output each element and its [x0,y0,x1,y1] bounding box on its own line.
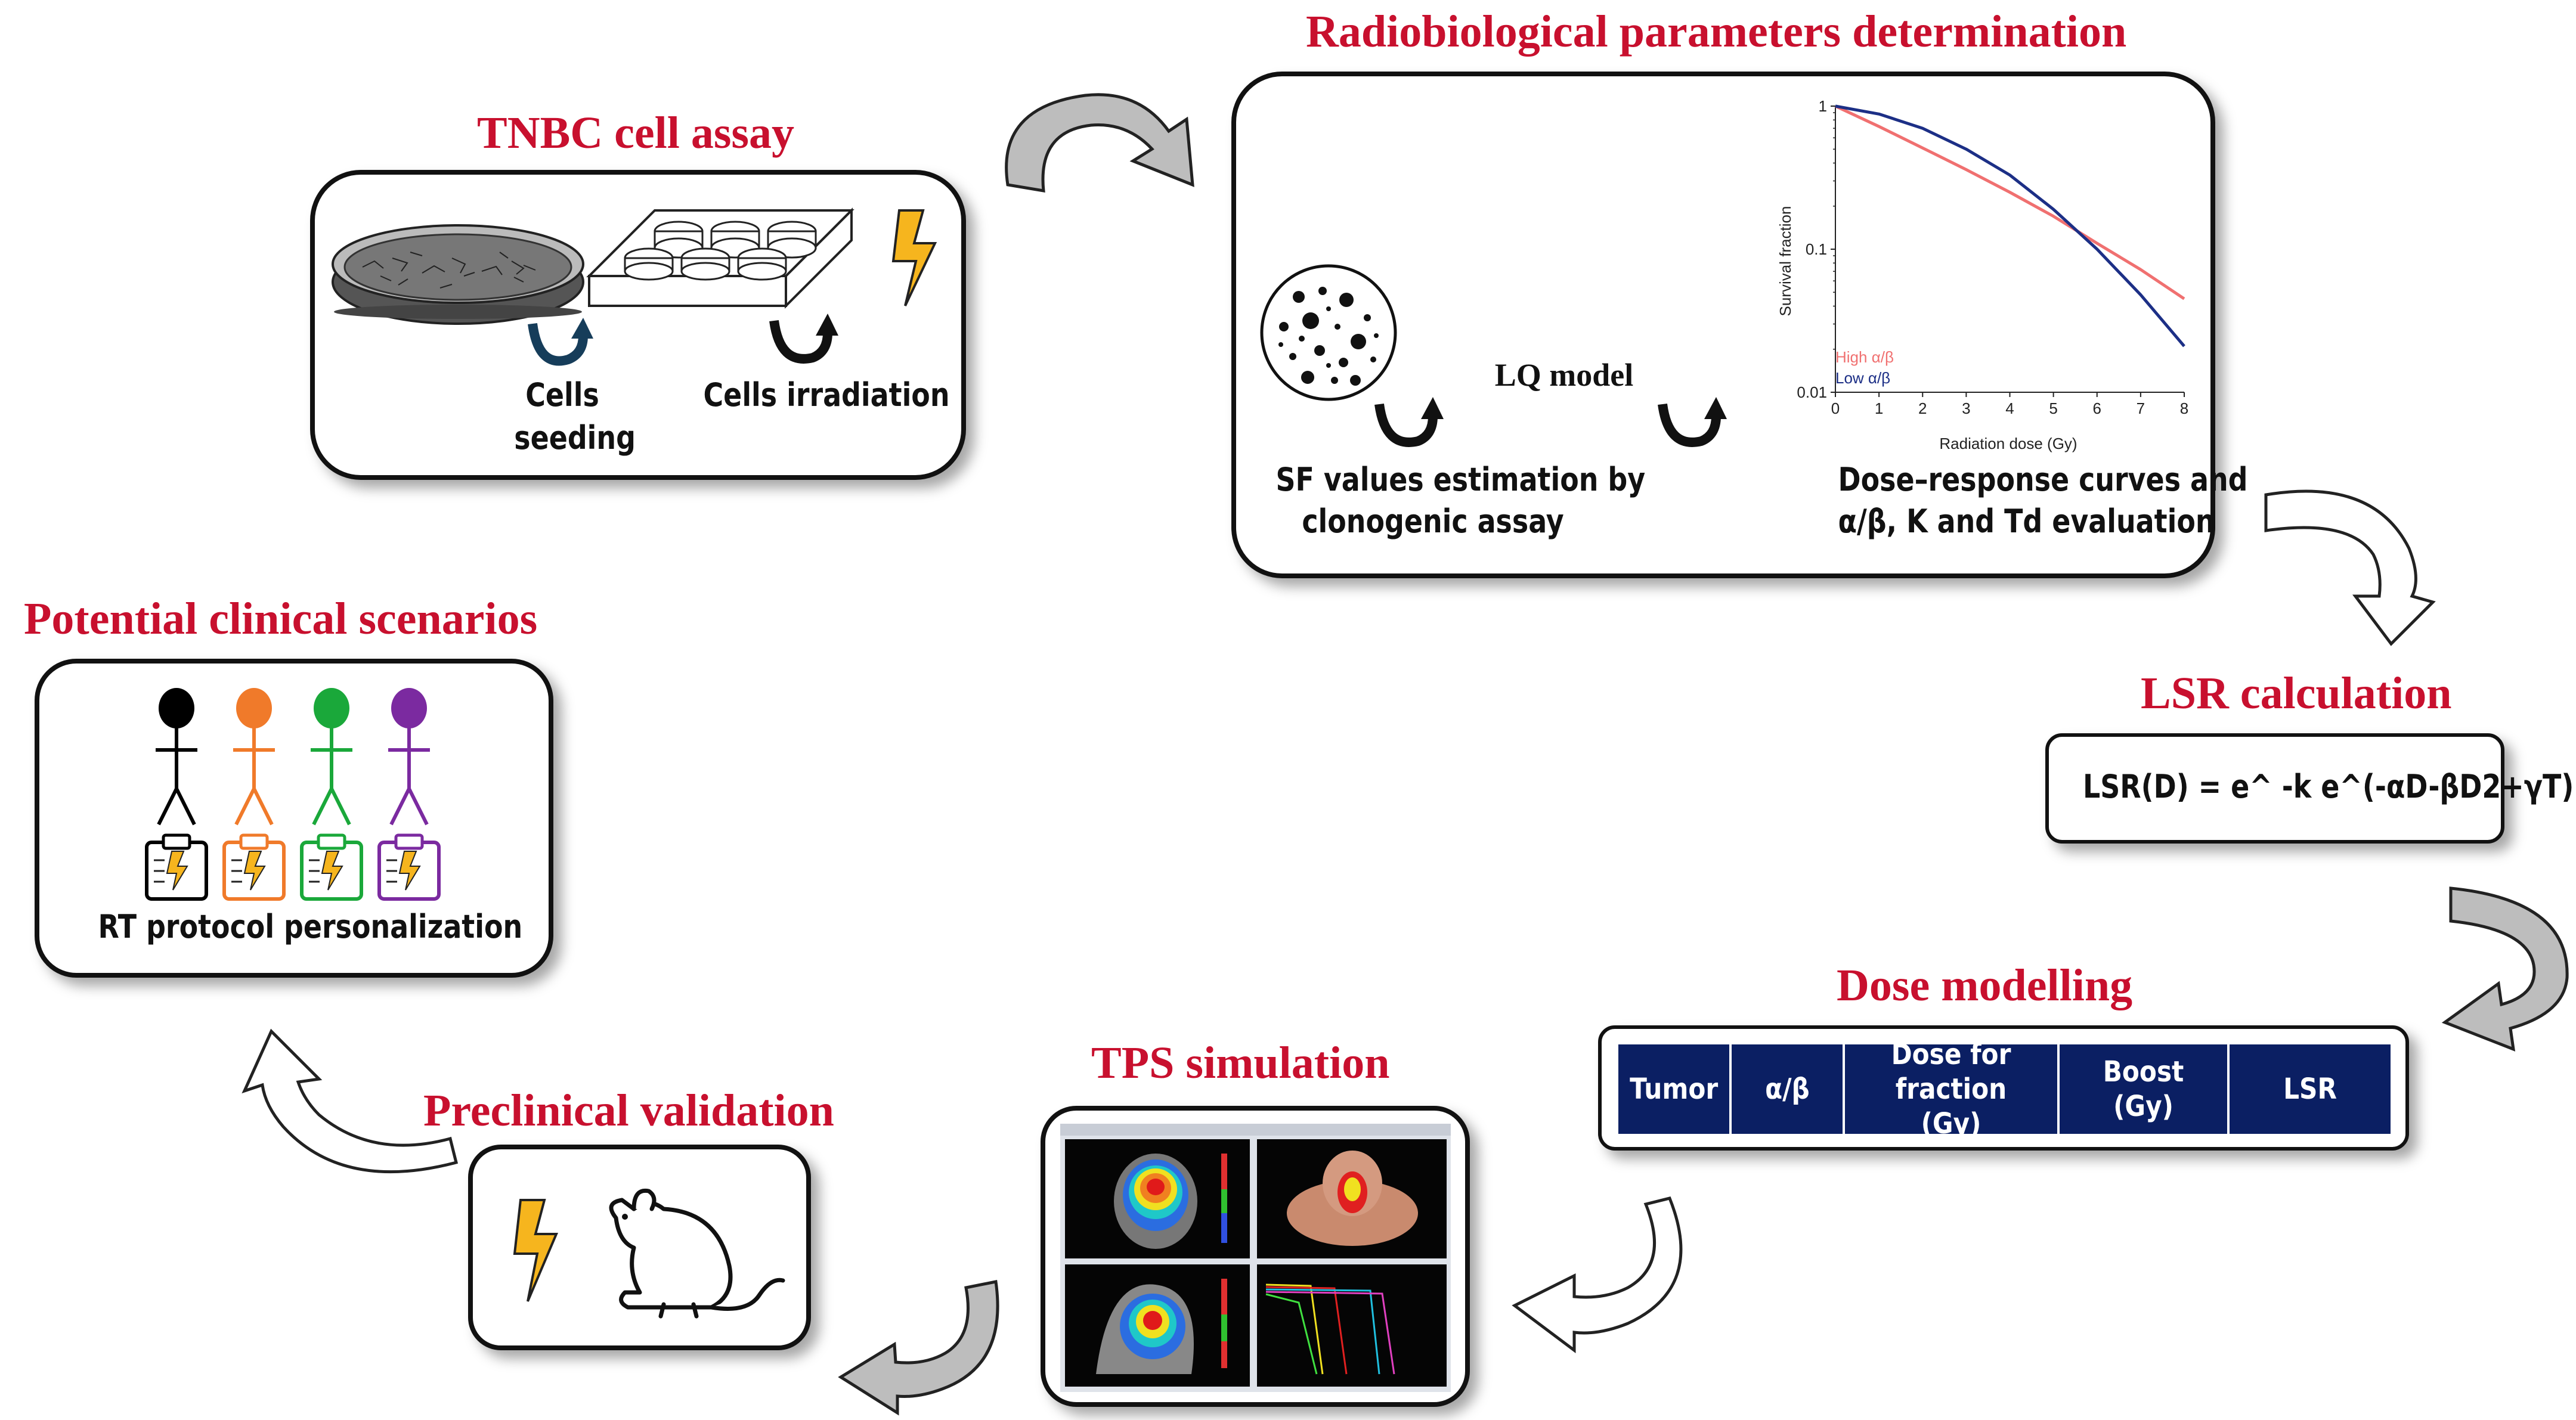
seeding-label-line2: seeding [514,419,636,457]
irradiation-label: Cells irradiation [703,376,950,414]
dose-box: Tumor α/β Dose for fraction (Gy) Boost (… [1598,1025,2409,1151]
survival-curve-chart: 0 1 2 3 4 5 6 7 8 1 0.1 0.01 Survival fraction Radi… [1776,97,2188,452]
x-tick-label: 8 [2180,399,2188,417]
legend-high: High α/β [1835,348,1894,366]
dose-table: Tumor α/β Dose for fraction (Gy) Boost (… [1618,1038,2391,1140]
tps-box [1041,1106,1470,1407]
legend-low: Low α/β [1835,369,1890,387]
x-axis-label: Radiation dose (Gy) [1939,435,2077,452]
tnbc-box: Cells seeding Cells irradiation [310,170,966,480]
table-header-dose-fraction: Dose for fraction (Gy) [1845,1038,2060,1140]
mouse-icon [609,1188,785,1319]
cycle-arrow-icon [1512,1196,1683,1353]
sf-label-line2: clonogenic assay [1302,503,1564,540]
dr-label-line2: α/β, K and Td evaluation [1838,503,2215,540]
patient-figure-icon [311,688,352,826]
x-tick-label: 7 [2137,399,2145,417]
curved-arrow-icon [528,318,593,366]
x-tick-label: 0 [1831,399,1840,417]
radio-box: LQ model SF values estimation by clonoge… [1231,72,2248,578]
y-tick-label: 1 [1819,97,1827,115]
rt-personalization-label: RT protocol personalization [98,908,523,945]
sf-label-line1: SF values estimation by [1275,461,1646,498]
cycle-arrow-icon [2264,489,2436,646]
cycle-arrow-icon [838,1280,999,1416]
table-header-boost: Boost (Gy) [2060,1044,2230,1134]
radio-title: Radiobiological parameters determination [1306,7,2127,57]
dose-title: Dose modelling [1837,960,2133,1010]
lsr-title: LSR calculation [2141,668,2452,718]
preclinical-title: Preclinical validation [423,1086,834,1136]
patients-group [145,688,441,901]
lq-model-label: LQ model [1494,357,1634,393]
x-tick-label: 2 [1918,399,1927,417]
patient-figure-icon [233,688,275,826]
curved-arrow-icon [1374,397,1444,447]
cycle-arrow-icon [242,1028,459,1174]
lsr-formula: LSR(D) = e^ -k e^(-αD-βD2+γT) [2083,768,2574,805]
table-header-tumor: Tumor [1618,1044,1732,1134]
curved-arrow-icon [769,314,838,364]
seeding-label-line1: Cells [525,376,599,414]
x-tick-label: 3 [1962,399,1970,417]
x-tick-label: 5 [2049,399,2057,417]
clipboard-icon [377,833,441,901]
x-tick-label: 1 [1875,399,1883,417]
colony-dish-icon [1260,264,1397,401]
series-low-alpha-beta-line [1835,104,2185,348]
well-plate [586,207,854,309]
preclinical-box [468,1145,811,1350]
table-header-lsr: LSR [2283,1072,2337,1106]
y-tick-label: 0.01 [1797,383,1827,401]
y-axis-label: Survival fraction [1776,206,1794,317]
y-tick-label: 0.1 [1806,240,1827,258]
patient-figure-icon [388,688,430,826]
petri-dish [332,224,584,325]
x-tick-label: 6 [2093,399,2101,417]
lsr-box: LSR(D) = e^ -k e^(-αD-βD2+γT) [2045,733,2574,844]
table-header-alpha-beta: α/β [1732,1044,1845,1134]
series-high-alpha-beta-line [1834,104,2185,300]
tnbc-title: TNBC cell assay [477,108,794,158]
clinical-box: RT protocol personalization [35,659,553,978]
curved-arrow-icon [1658,397,1727,447]
clipboard-icon [300,833,363,901]
patient-figure-icon [156,688,197,826]
lightning-bolt-icon [891,209,937,306]
cycle-arrow-icon [1005,93,1194,193]
cycle-arrow-icon [2441,886,2569,1052]
clipboard-icon [145,833,208,901]
lightning-bolt-icon [513,1199,559,1302]
tps-screenshot [1060,1124,1451,1392]
clipboard-icon [222,833,286,901]
clinical-title: Potential clinical scenarios [24,594,538,644]
tps-title: TPS simulation [1091,1038,1390,1088]
dr-label-line1: Dose–response curves and [1838,461,2248,498]
x-tick-label: 4 [2005,399,2014,417]
